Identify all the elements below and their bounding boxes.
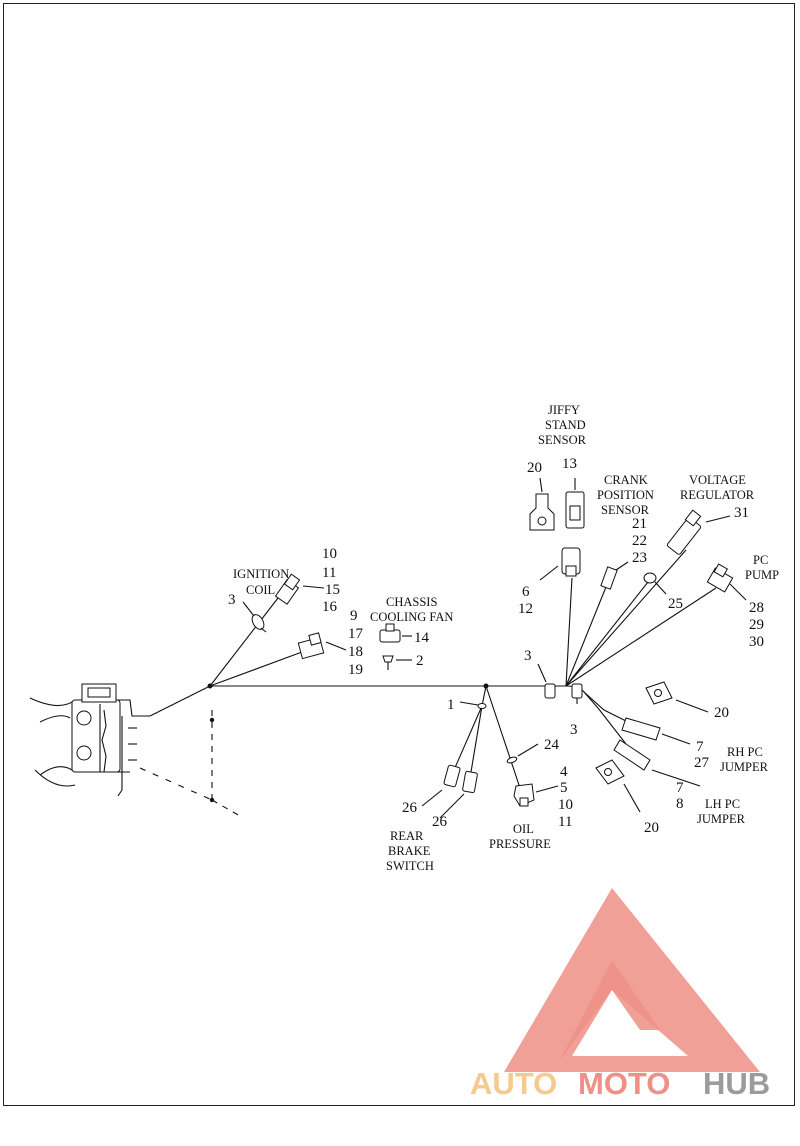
label-crank-3: SENSOR — [601, 503, 650, 517]
num-ignition-10: 10 — [322, 546, 337, 562]
num-ignition-11: 11 — [322, 565, 336, 581]
pc-pump-connector — [706, 563, 747, 601]
main-harness — [207, 549, 717, 789]
num-fan-mount-14: 14 — [414, 630, 430, 646]
num-rear-brake-26b: 26 — [432, 814, 448, 830]
label-rear-brake-2: BRAKE — [388, 844, 431, 858]
label-lh-pc-jumper-1: LH PC — [705, 797, 740, 811]
label-crank-1: CRANK — [604, 473, 648, 487]
label-rh-pc-jumper-1: RH PC — [727, 745, 763, 759]
num-oil-11: 11 — [558, 814, 572, 830]
label-jiffy-1: JIFFY — [548, 403, 580, 417]
label-jiffy-3: SENSOR — [538, 433, 587, 447]
label-pc-pump-1: PC — [753, 553, 768, 567]
num-oil-clip-24: 24 — [544, 737, 560, 753]
num-ignition-15: 15 — [325, 582, 340, 598]
label-chassis-cooling-fan-1: CHASSIS — [386, 595, 437, 609]
label-crank-2: POSITION — [597, 488, 654, 502]
label-chassis-cooling-fan-2: COOLING FAN — [370, 610, 453, 624]
num-rh-terminal-20: 20 — [714, 705, 729, 721]
watermark-moto: MOTO — [578, 1066, 670, 1101]
label-oil-pressure-1: OIL — [513, 822, 534, 836]
label-rh-pc-jumper-2: JUMPER — [720, 760, 769, 774]
num-fan-screw-2: 2 — [416, 653, 424, 669]
label-rear-brake-1: REAR — [390, 829, 424, 843]
label-voltage-regulator-1: VOLTAGE — [689, 473, 746, 487]
watermark-logo: AUTO MOTO HUB — [470, 888, 770, 1101]
ignition-coil-connector — [242, 573, 325, 633]
num-clip-lower-3: 3 — [570, 722, 578, 738]
pc-jumper-terminals — [595, 681, 709, 813]
num-ignition-16: 16 — [322, 599, 338, 615]
num-fan-19: 19 — [348, 662, 363, 678]
num-harness-1: 1 — [447, 697, 455, 713]
num-lh-7: 7 — [676, 780, 684, 796]
num-jiffy-6: 6 — [522, 584, 530, 600]
num-voltage-31: 31 — [734, 505, 749, 521]
watermark-inner-mark-icon — [560, 960, 660, 1060]
label-lh-pc-jumper-2: JUMPER — [697, 812, 746, 826]
label-ignition-coil-1: IGNITION — [233, 567, 289, 581]
chassis-frame-section — [29, 683, 241, 817]
num-fan-9: 9 — [350, 608, 358, 624]
crank-position-sensor-connector — [600, 561, 667, 595]
watermark-hub: HUB — [703, 1066, 770, 1101]
cooling-fan-connector — [297, 623, 412, 670]
num-fan-18: 18 — [348, 644, 363, 660]
num-oil-10: 10 — [558, 797, 573, 813]
num-lh-8: 8 — [676, 796, 684, 812]
num-crank-23: 23 — [632, 550, 647, 566]
label-rear-brake-3: SWITCH — [386, 859, 434, 873]
num-rh-27: 27 — [694, 755, 710, 771]
watermark-auto: AUTO — [470, 1066, 557, 1101]
num-pcpump-28: 28 — [749, 600, 764, 616]
label-jiffy-2: STAND — [545, 418, 586, 432]
num-rh-7: 7 — [696, 739, 704, 755]
num-ignition-clip-3: 3 — [228, 592, 236, 608]
num-oil-5: 5 — [560, 780, 568, 796]
num-oil-4: 4 — [560, 764, 568, 780]
num-crank-21: 21 — [632, 516, 647, 532]
label-voltage-regulator-2: REGULATOR — [680, 488, 755, 502]
num-lh-terminal-20: 20 — [644, 820, 659, 836]
label-pc-pump-2: PUMP — [745, 568, 779, 582]
num-jiffy-13: 13 — [562, 456, 577, 472]
num-rear-brake-26a: 26 — [402, 800, 418, 816]
voltage-regulator-connector — [666, 509, 731, 555]
num-fan-17: 17 — [348, 626, 364, 642]
num-pcpump-30: 30 — [749, 634, 764, 650]
num-pcpump-29: 29 — [749, 617, 764, 633]
num-crank-clip-25: 25 — [668, 596, 683, 612]
drawing-frame — [3, 3, 795, 1106]
oil-and-brake-connectors — [421, 701, 559, 819]
num-clip-upper-3: 3 — [524, 648, 532, 664]
harness-clips — [537, 663, 583, 704]
label-ignition-coil-2: COIL — [246, 583, 275, 597]
label-oil-pressure-2: PRESSURE — [489, 837, 551, 851]
jiffy-stand-sensor-parts — [529, 477, 585, 581]
num-jiffy-20: 20 — [527, 460, 542, 476]
watermark-triangle-icon — [504, 888, 760, 1072]
num-jiffy-12: 12 — [518, 601, 533, 617]
num-crank-22: 22 — [632, 533, 647, 549]
